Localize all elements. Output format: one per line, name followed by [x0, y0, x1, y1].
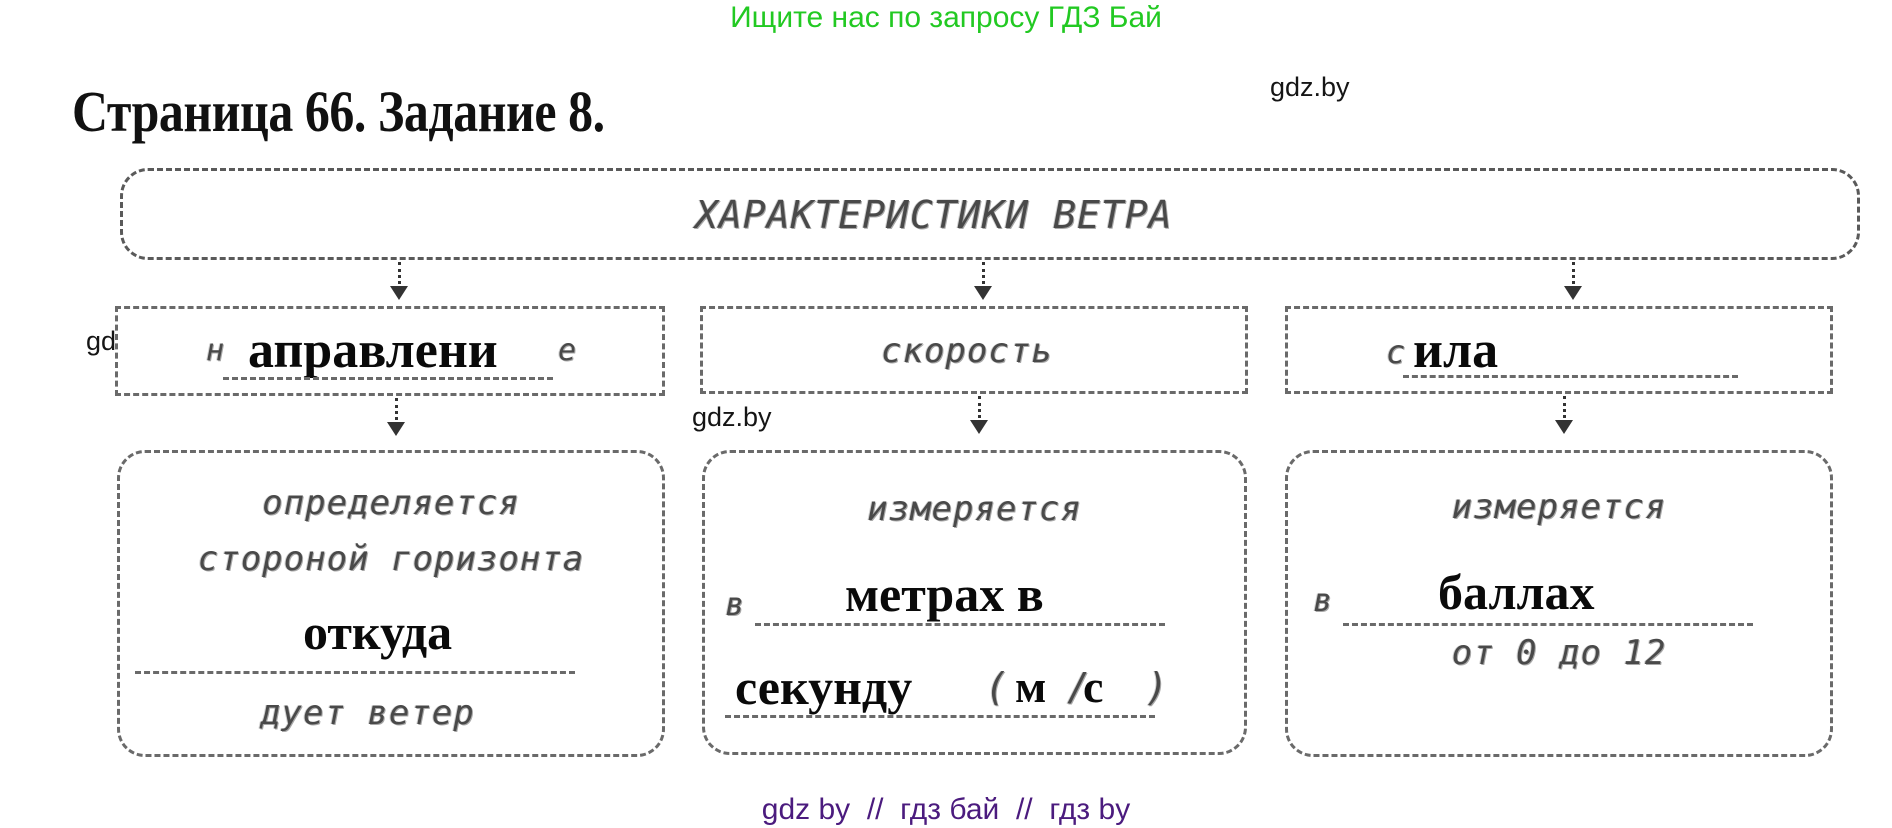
- strength-box: с ила: [1285, 306, 1833, 394]
- diagram-root-box: ХАРАКТЕРИСТИКИ ВЕТРА: [120, 168, 1860, 260]
- answer-line: [1343, 623, 1753, 626]
- speed-detail-handwritten-1: метрах в: [845, 566, 1044, 622]
- strength-detail-line1: измеряется: [1451, 487, 1667, 527]
- direction-prefix: н: [206, 333, 226, 368]
- strength-detail-handwritten: баллах: [1438, 564, 1595, 620]
- direction-suffix: е: [558, 333, 578, 368]
- arrow-down-icon: [968, 396, 990, 436]
- arrow-down-icon: [1562, 262, 1584, 302]
- arrow-down-icon: [972, 262, 994, 302]
- strength-handwritten: ила: [1413, 322, 1499, 379]
- arrow-down-icon: [388, 262, 410, 302]
- strength-detail-line2: от 0 до 12: [1451, 633, 1667, 673]
- direction-detail-line2: стороной горизонта: [197, 539, 585, 579]
- watermark: gdz.by: [1270, 72, 1350, 102]
- footer-links: gdz by // гдз бай // гдз by: [761, 793, 1131, 826]
- unit-paren-open: (: [985, 665, 1009, 709]
- unit-seconds: с: [1083, 661, 1104, 712]
- speed-detail-line1: измеряется: [867, 489, 1082, 529]
- direction-detail-line3: дует ветер: [260, 693, 475, 733]
- unit-paren-close: ): [1145, 665, 1169, 709]
- unit-meters: м: [1015, 661, 1047, 712]
- strength-detail-prefix: в: [1313, 581, 1334, 619]
- speed-detail-box: измеряется в метрах в секунду ( м / с ): [702, 450, 1247, 755]
- speed-detail-prefix: в: [725, 585, 746, 623]
- direction-detail-line1: определяется: [262, 483, 520, 523]
- root-label: ХАРАКТЕРИСТИКИ ВЕТРА: [695, 193, 1173, 237]
- answer-line: [1403, 375, 1738, 378]
- strength-detail-box: измеряется в баллах от 0 до 12: [1285, 450, 1833, 757]
- promo-banner: Ищите нас по запросу ГДЗ Бай: [730, 1, 1162, 34]
- answer-line: [725, 715, 1155, 718]
- direction-handwritten: аправлени: [248, 322, 498, 379]
- strength-prefix: с: [1386, 333, 1407, 371]
- direction-detail-box: определяется стороной горизонта откуда д…: [117, 450, 665, 757]
- direction-box: н аправлени е: [115, 306, 665, 396]
- speed-detail-handwritten-2: секунду: [735, 659, 913, 715]
- watermark: gdz.by: [692, 402, 772, 432]
- answer-line: [755, 623, 1165, 626]
- arrow-down-icon: [1553, 396, 1575, 436]
- page-title: Страница 66. Задание 8.: [72, 79, 605, 144]
- answer-line: [223, 377, 553, 380]
- unit-slash: /: [1067, 665, 1091, 709]
- direction-detail-handwritten: откуда: [303, 604, 453, 660]
- arrow-down-icon: [385, 398, 407, 438]
- speed-box: скорость: [700, 306, 1248, 394]
- speed-label: скорость: [881, 331, 1053, 371]
- answer-line: [135, 671, 575, 674]
